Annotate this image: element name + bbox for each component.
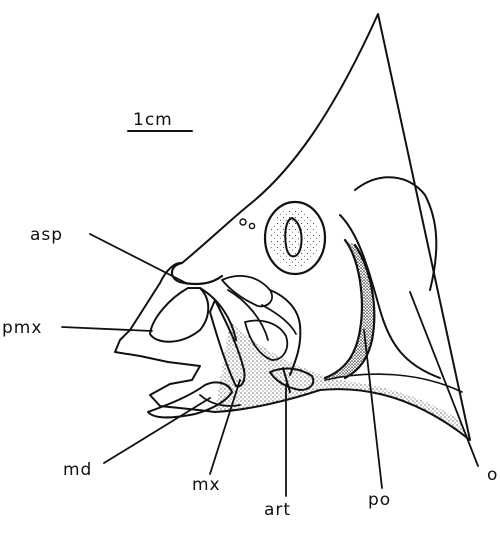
label-o: o (487, 465, 498, 485)
leader-asp (90, 234, 188, 284)
label-asp: asp (30, 225, 63, 245)
orbit (265, 202, 325, 274)
leader-pmx (62, 327, 152, 331)
label-pmx: pmx (2, 318, 42, 338)
snout-tip (172, 263, 222, 284)
label-mx: mx (192, 475, 221, 495)
label-md: md (63, 460, 92, 480)
label-po: po (368, 490, 391, 510)
leader-po (364, 330, 382, 488)
label-art: art (264, 500, 291, 520)
scale-bar: 1cm (128, 110, 192, 131)
scale-bar-label: 1cm (133, 110, 173, 130)
nostrils (240, 219, 255, 229)
opercle (325, 177, 462, 392)
